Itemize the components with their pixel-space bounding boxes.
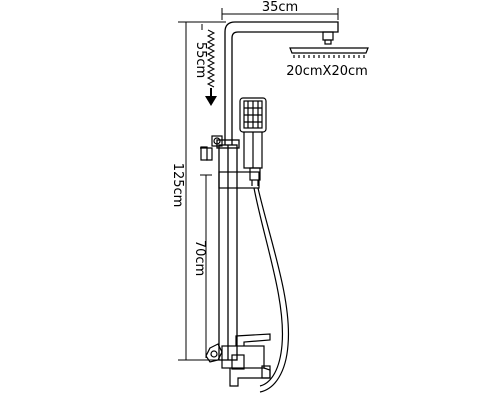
bath-spout (229, 367, 271, 387)
hand-shower-holder (218, 167, 261, 189)
arm-width-label: 35cm (262, 0, 298, 15)
adjustable-height-label: 55cm (193, 42, 208, 78)
head-size-label: 20cmX20cm (286, 64, 368, 79)
shower-hose (253, 187, 290, 393)
total-height-label: 125cm (170, 163, 185, 208)
total-height-dimension: 125cm (170, 21, 226, 361)
down-arrow-icon (205, 96, 217, 106)
hand-shower (239, 97, 267, 169)
overhead-shower-head: 20cmX20cm (286, 31, 369, 79)
mixer-valve (205, 333, 271, 387)
lower-height-dimension: 70cm (192, 174, 212, 358)
shower-head-nozzles (293, 55, 365, 58)
adjustment-spring-icon (206, 29, 216, 88)
diverter-knob (200, 135, 223, 161)
mixer-handle (235, 333, 271, 346)
shower-riser (216, 21, 339, 361)
adjustable-height-dimension: 55cm (193, 24, 217, 106)
arm-width-dimension: 35cm (221, 0, 339, 20)
lower-height-label: 70cm (192, 240, 207, 276)
